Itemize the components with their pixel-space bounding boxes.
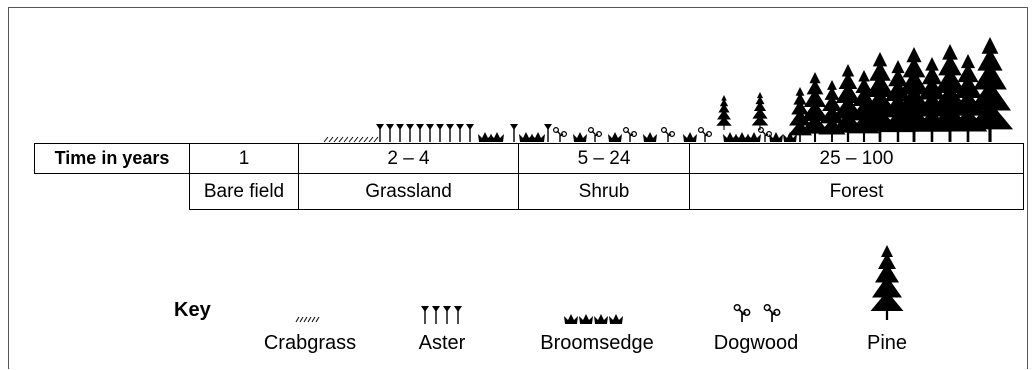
key-label-aster: Aster	[418, 332, 466, 354]
year-cell-4: 25 – 100	[689, 143, 1024, 174]
stage-cell-forest: Forest	[689, 173, 1024, 210]
diagram-frame	[8, 7, 1028, 369]
key-icons	[295, 245, 904, 325]
key-label-crabgrass: Crabgrass	[263, 332, 357, 354]
succession-illustration	[323, 37, 1014, 143]
dogwood-icon	[733, 303, 781, 323]
stage-cell-bare-field: Bare field	[189, 173, 299, 210]
year-cell-3: 5 – 24	[518, 143, 690, 174]
year-cell-1: 1	[189, 143, 299, 174]
broomsedge-marks	[478, 132, 797, 142]
time-in-years-header: Time in years	[34, 143, 190, 174]
stage-cell-grassland: Grassland	[298, 173, 519, 210]
pine-icon	[870, 245, 904, 320]
stage-cell-shrub: Shrub	[518, 173, 690, 210]
key-label-dogwood: Dogwood	[713, 332, 799, 354]
aster-icon	[420, 305, 463, 325]
key-title: Key	[174, 299, 211, 321]
key-label-pine: Pine	[866, 332, 908, 354]
crabgrass-marks	[323, 136, 379, 143]
broomsedge-icon	[564, 314, 623, 324]
key-label-broomsedge: Broomsedge	[540, 332, 654, 354]
year-cell-2: 2 – 4	[298, 143, 519, 174]
forest-pine-marks	[787, 37, 1014, 143]
young-pine-marks	[716, 92, 769, 130]
crabgrass-icon	[295, 316, 320, 323]
